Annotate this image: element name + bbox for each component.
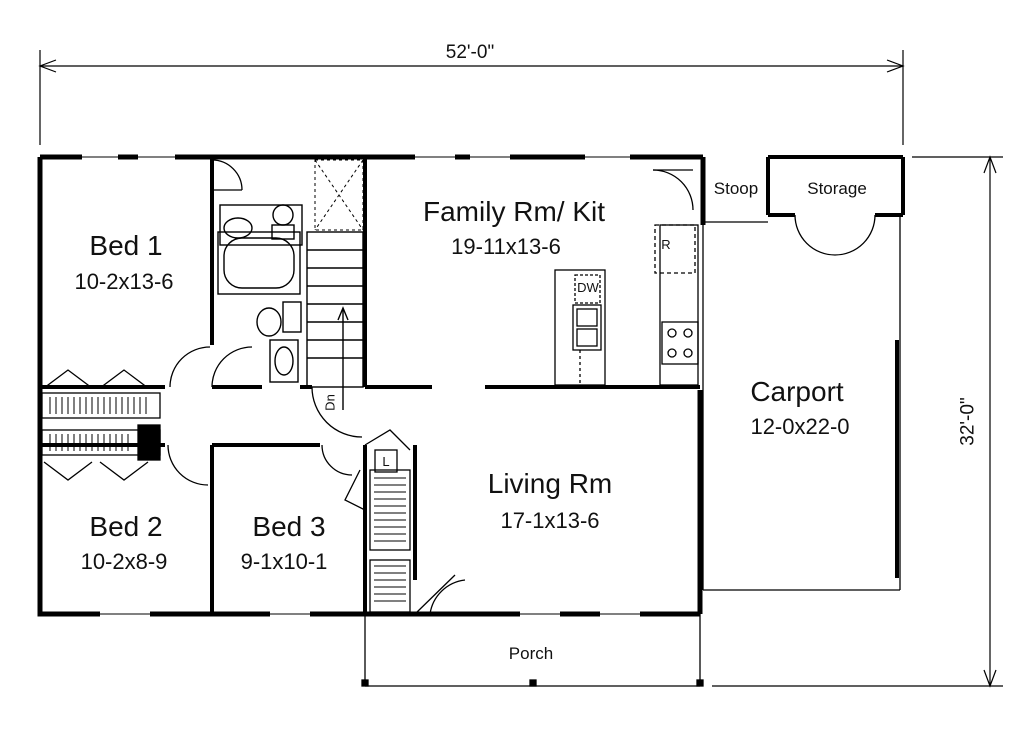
bed3-size: 9-1x10-1 [240, 549, 328, 574]
closet-rods [49, 397, 406, 602]
carport-name: Carport [750, 376, 844, 407]
stair-down-label: Dn [322, 394, 338, 411]
closets [41, 369, 411, 613]
living-name: Living Rm [487, 468, 613, 499]
width-dimension-label: 52'-0" [445, 42, 495, 63]
stoop-name: Stoop [713, 179, 759, 198]
family-size: 19-11x13-6 [451, 234, 561, 259]
kitchen [554, 224, 699, 386]
bed1-size: 10-2x13-6 [74, 269, 174, 294]
bed2-name: Bed 2 [89, 511, 163, 542]
porch [361, 614, 704, 687]
bed1-name: Bed 1 [89, 230, 163, 261]
closet-x [314, 159, 364, 231]
porch-name: Porch [508, 644, 554, 663]
depth-dimension-label: 32'-0" [957, 397, 979, 446]
linen-closet-label: L [382, 454, 390, 469]
stoop-storage [701, 155, 905, 225]
carport [702, 215, 901, 591]
dishwasher-label: DW [577, 280, 599, 295]
refrigerator-label: R [661, 237, 671, 252]
storage-name: Storage [807, 179, 867, 198]
width-dimension-line [38, 50, 905, 145]
bed3-name: Bed 3 [252, 511, 326, 542]
bed2-size: 10-2x8-9 [80, 549, 168, 574]
stair [306, 231, 364, 410]
living-size: 17-1x13-6 [500, 508, 600, 533]
family-name: Family Rm/ Kit [423, 196, 605, 227]
bathroom [217, 204, 303, 383]
carport-size: 12-0x22-0 [750, 414, 850, 439]
window-lines [82, 156, 640, 615]
doors [167, 159, 694, 615]
depth-dimension-line [712, 155, 1003, 688]
